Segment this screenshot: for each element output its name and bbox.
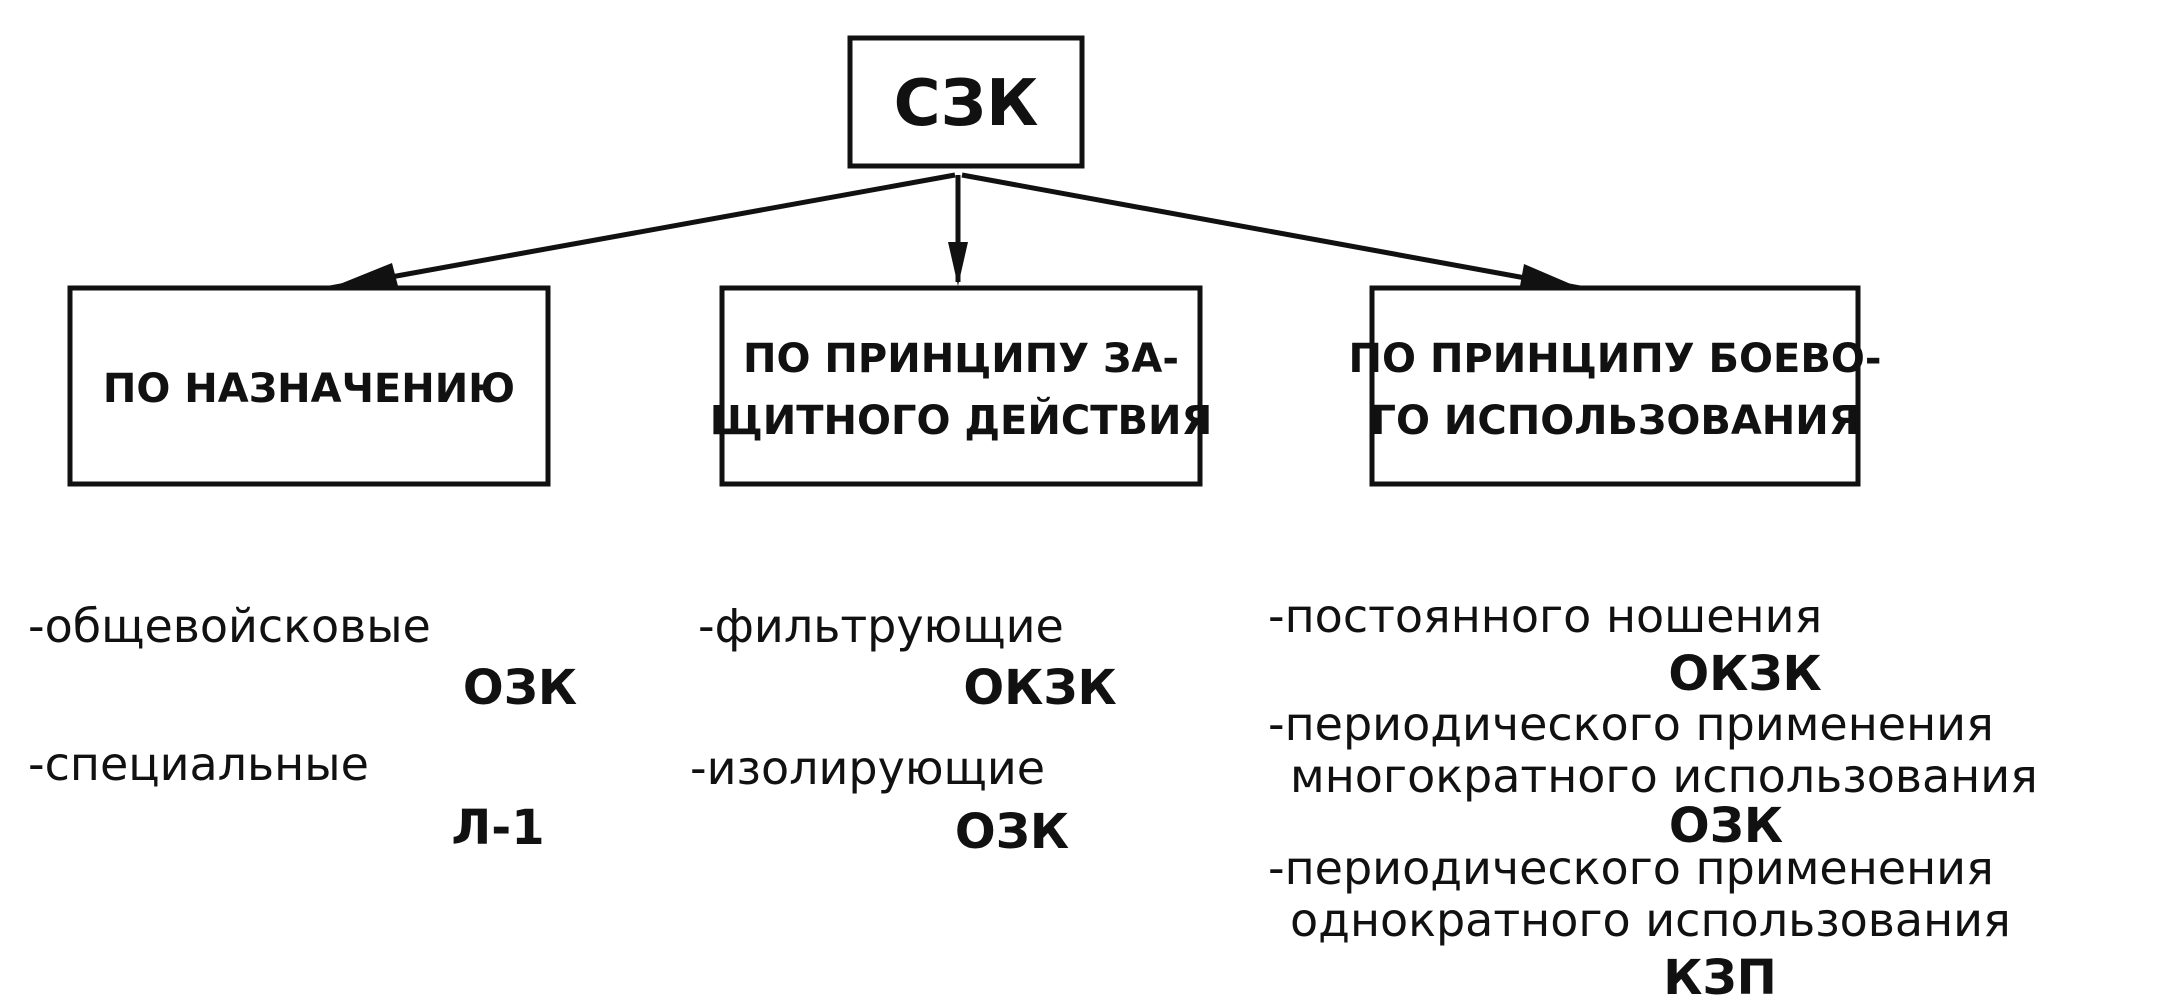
category-label-purpose: ПО НАЗНАЧЕНИЮ bbox=[103, 366, 515, 412]
list-item-abbr: КЗП bbox=[1663, 950, 1777, 1006]
list-item: -постоянного ношения bbox=[1268, 589, 1822, 643]
category-box-purpose bbox=[67, 285, 551, 487]
category-purpose: ПО НАЗНАЧЕНИЮ bbox=[67, 285, 551, 487]
edge-to-purpose bbox=[329, 172, 956, 291]
root-node: СЗК bbox=[847, 35, 1085, 169]
root-label: СЗК bbox=[894, 67, 1039, 141]
list-item-abbr: ОКЗК bbox=[963, 660, 1116, 716]
category-combat-use: ПО ПРИНЦИПУ БОЕВО- ГО ИСПОЛЬЗОВАНИЯ bbox=[1349, 285, 1882, 487]
category-label-protection-line2: ЩИТНОГО ДЕЙСТВИЯ bbox=[710, 396, 1213, 444]
list-item: однократного использования bbox=[1290, 893, 2011, 947]
category-protection: ПО ПРИНЦИПУ ЗА- ЩИТНОГО ДЕЙСТВИЯ bbox=[710, 285, 1213, 487]
list-item: -периодического применения bbox=[1268, 841, 1994, 895]
category-label-combat-use-line1: ПО ПРИНЦИПУ БОЕВО- bbox=[1349, 336, 1882, 382]
items-protection: -фильтрующие ОКЗК -изолирующие ОЗК bbox=[690, 599, 1117, 860]
category-label-combat-use-line2: ГО ИСПОЛЬЗОВАНИЯ bbox=[1370, 398, 1859, 444]
list-item: -общевойсковые bbox=[28, 599, 431, 653]
category-box-combat-use bbox=[1369, 285, 1861, 487]
list-item: -фильтрующие bbox=[698, 599, 1064, 653]
list-item-abbr: ОЗК bbox=[955, 804, 1069, 860]
list-item: -специальные bbox=[28, 737, 369, 791]
arrowhead-combat-use bbox=[1520, 264, 1580, 288]
items-purpose: -общевойсковые ОЗК -специальные Л-1 bbox=[28, 599, 577, 856]
list-item: -изолирующие bbox=[690, 741, 1045, 795]
list-item-abbr: ОЗК bbox=[463, 660, 577, 716]
category-label-protection-line1: ПО ПРИНЦИПУ ЗА- bbox=[743, 336, 1179, 382]
list-item-abbr: ОЗК bbox=[1669, 798, 1783, 854]
list-item-abbr: Л-1 bbox=[451, 800, 544, 856]
list-item: -периодического применения bbox=[1268, 697, 1994, 751]
edge-to-combat-use bbox=[961, 172, 1581, 291]
list-item: многократного использования bbox=[1290, 749, 2038, 803]
arrowhead-protection bbox=[948, 242, 968, 286]
arrowhead-purpose bbox=[330, 263, 398, 288]
root-box bbox=[847, 35, 1085, 169]
connectors bbox=[329, 172, 1581, 291]
list-item-abbr: ОКЗК bbox=[1668, 646, 1821, 702]
category-box-protection bbox=[719, 285, 1203, 487]
items-combat-use: -постоянного ношения ОКЗК -периодическог… bbox=[1268, 589, 2038, 1006]
